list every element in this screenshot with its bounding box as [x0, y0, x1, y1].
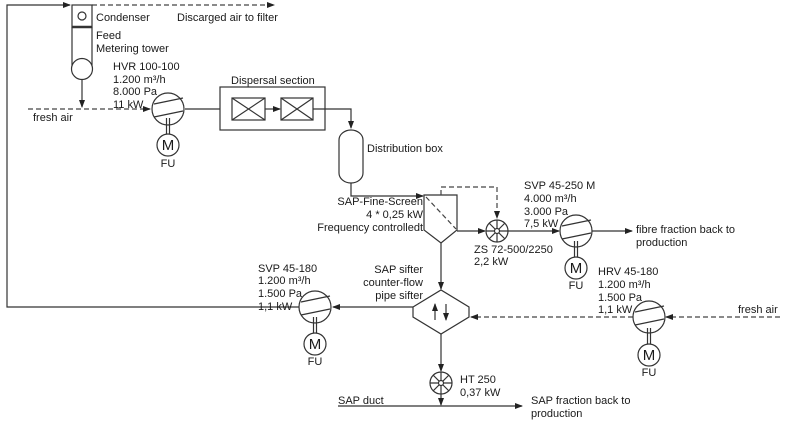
- rotary-valve-ht-icon: [429, 371, 453, 395]
- fan-svp250-icon: [559, 214, 593, 248]
- flow-line: [350, 183, 424, 199]
- distribution-label: Distribution box: [367, 143, 443, 155]
- fine-screen: [423, 194, 458, 244]
- distribution-box: [338, 129, 364, 184]
- motor-label: M: [162, 137, 175, 154]
- metering-tower: [70, 27, 94, 81]
- fu-label: FU: [308, 356, 323, 368]
- fu-label: FU: [161, 158, 176, 170]
- condenser: [71, 4, 93, 29]
- flow-line: [313, 108, 354, 129]
- recycle-line: [6, 2, 299, 308]
- rotary-valve-zs-icon: [485, 219, 509, 243]
- sap-duct-label: SAP duct: [338, 395, 384, 407]
- fan-hrv-icon: [632, 300, 666, 334]
- discarged-air-label: Discarged air to filter: [177, 12, 278, 24]
- fu-label: FU: [569, 280, 584, 292]
- motor-label: M: [570, 260, 583, 277]
- fu-label: FU: [642, 367, 657, 379]
- fresh-air-label-left: fresh air: [33, 112, 73, 124]
- disperser-1: [231, 97, 266, 121]
- dashed-line: [440, 186, 500, 219]
- disperser-2: [280, 97, 314, 121]
- fresh-air-label-right: fresh air: [738, 304, 778, 316]
- condenser-label: Condenser: [96, 12, 150, 24]
- sap-sifter: [412, 289, 470, 335]
- fan-svp180-icon: [298, 290, 332, 324]
- motor-label: M: [643, 347, 656, 364]
- dispersal-label: Dispersal section: [231, 75, 315, 87]
- motor-label: M: [309, 336, 322, 353]
